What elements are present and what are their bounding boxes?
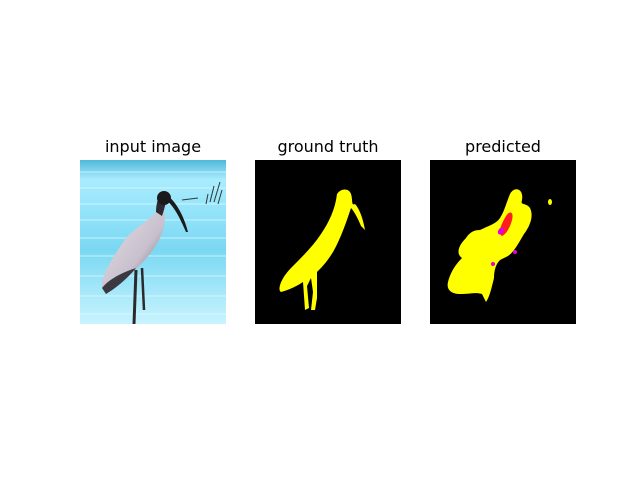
input-image-title: input image (104, 137, 202, 156)
ground-truth-mask (255, 160, 401, 324)
predicted-speck (548, 199, 552, 205)
input-image-panel (80, 160, 226, 324)
predicted-magenta-dot (513, 250, 517, 254)
reeds (181, 181, 223, 205)
predicted-title: predicted (465, 137, 541, 156)
predicted-mask (430, 160, 576, 324)
stork-wing (102, 268, 136, 294)
predicted-magenta-region (497, 227, 505, 235)
stork-beak (166, 196, 188, 232)
stork-leg-left (132, 269, 138, 324)
predicted-magenta-dot (491, 262, 495, 266)
stork-head (157, 191, 171, 205)
stork-body (101, 206, 165, 290)
ground-truth-panel (255, 160, 401, 324)
stork-photo (80, 160, 226, 324)
ground-truth-bird-mask (279, 189, 365, 310)
stork-leg-right (140, 267, 146, 311)
predicted-panel (430, 160, 576, 324)
ground-truth-title: ground truth (277, 137, 379, 156)
water-ripples (80, 171, 226, 315)
